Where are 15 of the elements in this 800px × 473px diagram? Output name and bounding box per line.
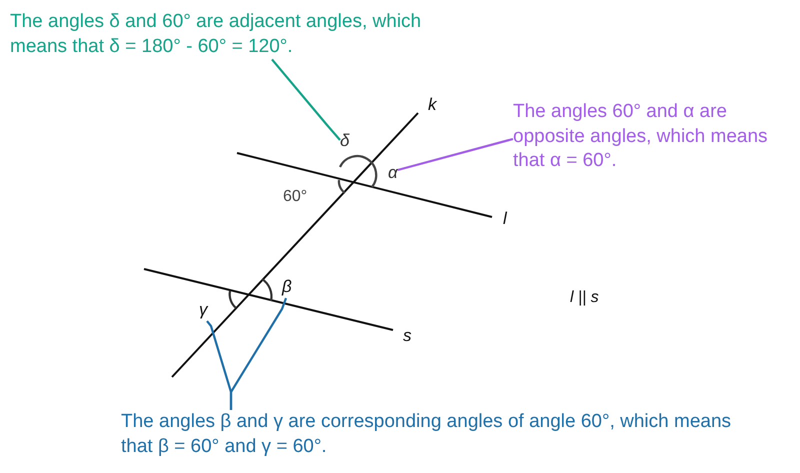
parallel-note: l || s [570,288,599,308]
line-label: l [503,208,507,230]
annotation-text: The angles β and γ are corresponding angles of angle 60°, which means that β = 60° and γ = 60°. [121,410,749,460]
leader-line [397,138,514,172]
annotation-text: The angles 60° and α are opposite angles, which means that α = 60°. [513,100,800,174]
line-label: s [403,325,412,347]
leader-line [230,298,288,410]
angle-label: α [388,162,398,184]
angle-label: γ [199,299,208,322]
line-label: k [428,94,436,116]
leader-line [271,58,341,141]
angle-label: β [282,276,292,298]
angle-label: δ [340,130,350,152]
annotation-text: The angles δ and 60° are adjacent angles, which means that δ = 180° - 60° = 120°. [10,10,465,60]
angle-label: 60° [283,187,308,207]
